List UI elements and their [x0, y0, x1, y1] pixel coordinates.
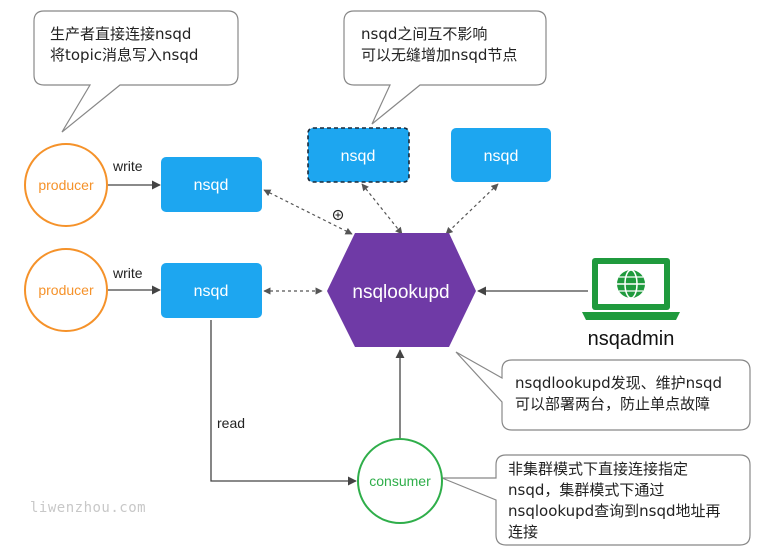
read-path	[210, 320, 357, 486]
consumer-label: consumer	[369, 473, 431, 489]
link-topnsqd-lookupd	[361, 183, 403, 235]
laptop-globe-icon	[582, 258, 680, 320]
producer-callout-line-1: 生产者直接连接nsqd	[50, 25, 192, 43]
consumer-callout-text: 非集群模式下直接连接指定 nsqd，集群模式下通过 nsqlookupd查询到n…	[508, 459, 721, 543]
consumer-callout-line-2: nsqd，集群模式下通过	[508, 481, 665, 499]
consumer-callout-bubble	[441, 454, 751, 546]
link-toprightnsqd-lookupd	[445, 183, 499, 235]
nsqd-top-right-node	[451, 128, 551, 182]
consumer-callout-line-3: nsqlookupd查询到nsqd地址再	[508, 502, 721, 520]
lookupd-callout-line-1: nsqdlookupd发现、维护nsqd	[515, 374, 723, 392]
write-label-2: write	[112, 265, 143, 281]
lookupd-callout-text: nsqdlookupd发现、维护nsqd 可以部署两台，防止单点故障	[515, 373, 722, 415]
link-nsqd1-lookupd	[263, 189, 353, 235]
nsqd-1-node	[161, 157, 262, 212]
watermark: liwenzhou.com	[30, 500, 147, 516]
nsqd-1-label: nsqd	[194, 177, 229, 194]
nsqd-2-label: nsqd	[194, 283, 229, 300]
nsqd-callout-text: nsqd之间互不影响 可以无缝增加nsqd节点	[361, 24, 517, 66]
nsqd-2-node	[161, 263, 262, 318]
lookupd-callout-line-2: 可以部署两台，防止单点故障	[515, 395, 711, 413]
nsqlookupd-node	[327, 233, 476, 347]
write-label-1: write	[112, 158, 143, 174]
nsqd-top-right-label: nsqd	[484, 148, 519, 165]
nsqd-callout-line-2: 可以无缝增加nsqd节点	[361, 46, 518, 64]
producer-1-node	[24, 143, 108, 227]
nsqd-top-dashed-label: nsqd	[341, 148, 376, 165]
producer-2-node	[24, 248, 108, 332]
producer-callout-bubble	[33, 10, 239, 133]
producer-callout-text: 生产者直接连接nsqd 将topic消息写入nsqd	[50, 24, 198, 66]
consumer-callout-line-1: 非集群模式下直接连接指定	[508, 460, 689, 478]
producer-2-label: producer	[38, 282, 94, 298]
read-label: read	[217, 415, 245, 431]
nsqadmin-label: nsqadmin	[588, 328, 675, 350]
nsqd-top-dashed-node	[307, 127, 410, 183]
producer-callout-line-2: 将topic消息写入nsqd	[50, 46, 199, 64]
cursor-plus-icon	[332, 209, 344, 221]
consumer-node	[357, 438, 443, 524]
lookupd-callout-bubble	[455, 351, 751, 431]
nsqd-callout-bubble	[343, 10, 547, 125]
producer-1-label: producer	[38, 177, 94, 193]
consumer-callout-line-4: 连接	[508, 523, 539, 541]
nsqlookupd-label: nsqlookupd	[352, 282, 449, 303]
nsqd-callout-line-1: nsqd之间互不影响	[361, 25, 488, 43]
